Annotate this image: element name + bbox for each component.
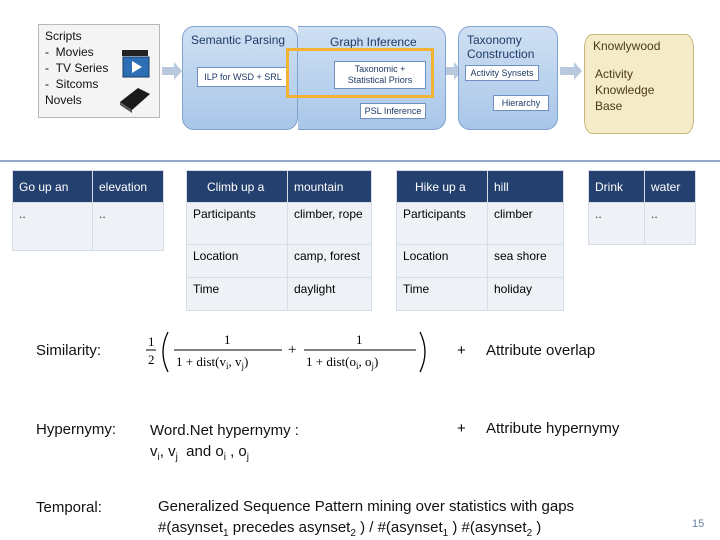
kb-title: Knowlywood (593, 39, 661, 53)
frame-verb: Drink (588, 170, 645, 203)
attribute-overlap: Attribute overlap (486, 342, 596, 359)
stage-title: Semantic Parsing (191, 33, 286, 47)
source-sitcoms: - Sitcoms (45, 77, 99, 91)
film-icon (122, 50, 150, 78)
formula-frac1-num: 1 (224, 332, 231, 347)
attribute-hypernymy: Attribute hypernymy (486, 420, 620, 437)
formula-frac2-den: 1 + dist(oi, oj) (306, 354, 378, 371)
kb-line: Base (595, 99, 623, 113)
source-tv-series: - TV Series (45, 61, 109, 75)
frame-cell: .. (644, 202, 696, 245)
plus-sign: + (457, 420, 466, 437)
frame-cell: .. (92, 202, 164, 251)
frame-value: daylight (287, 277, 372, 311)
formula-frac1-den: 1 + dist(vi, vj) (176, 354, 248, 371)
frame-table-hill: Hike up a hill Participants climber Loca… (396, 170, 564, 311)
temporal-line2: #(asynset1 precedes asynset2 ) / #(asyns… (158, 519, 542, 539)
frame-cell: .. (12, 202, 93, 251)
stage-graph-inference: Graph Inference Taxonomic + Statistical … (298, 26, 446, 130)
frame-object: water (644, 170, 696, 203)
psl-box: PSL Inference (360, 103, 426, 119)
highlight-box (286, 48, 434, 98)
frame-attribute: Time (396, 277, 488, 311)
kb-line: Activity (595, 67, 634, 81)
temporal-line1: Generalized Sequence Pattern mining over… (158, 498, 575, 515)
frame-table-elevation: Go up an elevation .. .. (12, 170, 164, 251)
frame-attribute: Participants (396, 202, 488, 245)
source-novels: Novels (45, 93, 82, 107)
divider (0, 160, 720, 162)
arrow-icon (162, 62, 182, 80)
pipeline-diagram: Scripts - Movies - TV Series - Sitcoms N… (0, 0, 720, 160)
frame-verb: Hike up a (396, 170, 488, 203)
page-number: 15 (692, 518, 705, 530)
frame-table-mountain: Climb up a mountain Participants climber… (186, 170, 372, 311)
frame-object: elevation (92, 170, 164, 203)
stage-title-1: Taxonomy (467, 33, 522, 47)
formula-half-den: 2 (148, 352, 155, 367)
hierarchy-box: Hierarchy (493, 95, 549, 111)
kb-line: Knowledge (595, 83, 655, 97)
hypernymy-line2: vi, vj and oi , oj (150, 443, 250, 463)
formula-half-num: 1 (148, 334, 155, 349)
stage-title: Graph Inference (330, 35, 417, 49)
priors-box: Taxonomic + Statistical Priors (334, 61, 426, 89)
book-icon (120, 88, 150, 113)
frame-value: climber (487, 202, 564, 245)
stage-title-2: Construction (467, 47, 535, 61)
frame-object: hill (487, 170, 564, 203)
knowledge-base: Knowlywood Activity Knowledge Base (584, 34, 694, 134)
arrow-icon (560, 62, 582, 80)
stage-taxonomy: Taxonomy Construction Activity Synsets H… (458, 26, 558, 130)
frame-attribute: Location (186, 244, 288, 278)
similarity-label: Similarity: (36, 342, 102, 359)
frame-table-water: Drink water .. .. (588, 170, 696, 245)
frame-value: camp, forest (287, 244, 372, 278)
frame-value: sea shore (487, 244, 564, 278)
source-scripts: Scripts (45, 29, 82, 43)
synsets-box: Activity Synsets (465, 65, 539, 81)
similarity-formula: 1 2 1 1 + dist(vi, vj) + 1 1 + dist(oi, … (146, 331, 426, 373)
hypernymy-label: Hypernymy: (36, 421, 117, 438)
frame-attribute: Time (186, 277, 288, 311)
frame-attribute: Participants (186, 202, 288, 245)
frame-verb: Go up an (12, 170, 93, 203)
frame-verb: Climb up a (186, 170, 288, 203)
formula-frac2-num: 1 (356, 332, 363, 347)
temporal-label: Temporal: (36, 499, 102, 516)
svg-text:+: + (288, 342, 296, 358)
hypernymy-line1: Word.Net hypernymy : (150, 422, 299, 439)
frame-object: mountain (287, 170, 372, 203)
frame-attribute: Location (396, 244, 488, 278)
stage-semantic-parsing: Semantic Parsing ILP for WSD + SRL (182, 26, 298, 130)
plus-sign: + (457, 342, 466, 359)
source-movies: - Movies (45, 45, 94, 59)
frame-value: climber, rope (287, 202, 372, 245)
frame-cell: .. (588, 202, 645, 245)
ilp-box: ILP for WSD + SRL (197, 67, 289, 87)
frame-value: holiday (487, 277, 564, 311)
